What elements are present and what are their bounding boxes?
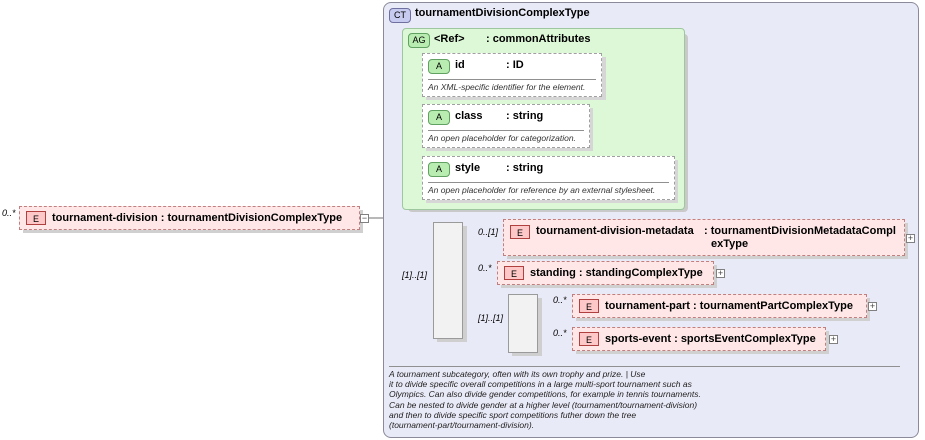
complex-type-title: tournamentDivisionComplexType (415, 7, 590, 19)
attribute-separator (428, 79, 596, 80)
description-line: A tournament subcategory, often with its… (389, 369, 646, 379)
element-type: : sportsEventComplexType (674, 333, 816, 345)
element-type: : tournamentPartComplexType (693, 300, 853, 312)
element-badge: E (579, 332, 599, 346)
expand-toggle[interactable]: + (906, 233, 915, 243)
element-type: : standingComplexType (578, 267, 703, 279)
root-element-type: : tournamentDivisionComplexType (160, 212, 343, 224)
attribute-group-ref: <Ref> (434, 33, 465, 45)
attribute-badge: A (428, 59, 450, 74)
element-badge: E (510, 225, 530, 239)
root-element-label: tournament-division : tournamentDivision… (52, 212, 342, 224)
attribute-name: style (455, 162, 481, 174)
element-sports-event[interactable]: E sports-event : sportsEventComplexType (572, 327, 826, 351)
attribute-group-name: : commonAttributes (486, 33, 591, 45)
element-name: tournament-division-metadata (536, 225, 694, 237)
attribute-type: : ID (506, 59, 524, 71)
element-label: standing : standingComplexType (530, 267, 703, 279)
attribute-badge: A (428, 162, 450, 177)
attribute-style[interactable]: A style : string An open placeholder for… (422, 156, 675, 200)
attribute-name: id (455, 59, 465, 71)
attribute-doc: An XML-specific identifier for the eleme… (428, 82, 586, 92)
attribute-separator (428, 182, 669, 183)
sequence-multiplicity: [1]..[1] (478, 313, 504, 323)
description-line: Olympics. Can also divide gender competi… (389, 389, 701, 400)
element-tournament-division-metadata[interactable]: E tournament-division-metadata : tournam… (503, 219, 905, 256)
element-multiplicity: 0..* (478, 263, 492, 273)
attribute-group-badge: AG (408, 33, 430, 48)
element-multiplicity: 0..[1] (478, 227, 499, 237)
element-multiplicity: 0..* (553, 328, 567, 338)
expand-toggle[interactable]: + (868, 301, 877, 311)
sequence-multiplicity: [1]..[1] (402, 270, 428, 280)
element-multiplicity: 0..* (553, 295, 567, 305)
root-element-name: tournament-division (52, 212, 158, 224)
element-name: sports-event (605, 333, 672, 345)
element-badge: E (26, 211, 46, 225)
description-line: (tournament-part/tournament-division). (389, 420, 535, 431)
attribute-doc: An open placeholder for reference by an … (428, 185, 656, 195)
description-line: Can be nested to divide gender at a high… (389, 399, 698, 410)
element-standing[interactable]: E standing : standingComplexType (497, 261, 714, 285)
description-separator (389, 366, 900, 367)
expand-toggle[interactable]: + (716, 268, 725, 278)
element-type-continued: exType (711, 238, 749, 250)
sequence-compositor[interactable] (508, 294, 538, 353)
description-line: it to divide specific overall competitio… (389, 379, 692, 390)
element-tournament-part[interactable]: E tournament-part : tournamentPartComple… (572, 294, 867, 318)
element-type: : tournamentDivisionMetadataCompl (704, 225, 896, 237)
root-multiplicity: 0..* (2, 208, 16, 218)
attribute-class[interactable]: A class : string An open placeholder for… (422, 104, 590, 148)
root-element[interactable]: E tournament-division : tournamentDivisi… (19, 206, 360, 230)
sequence-compositor[interactable] (433, 222, 463, 339)
expand-toggle[interactable]: + (829, 334, 838, 344)
element-label: sports-event : sportsEventComplexType (605, 333, 816, 345)
description-line: and then to divide specific sport compet… (389, 409, 637, 420)
complex-type-description: A tournament subcategory, often with its… (389, 369, 899, 430)
attribute-doc: An open placeholder for categorization. (428, 133, 576, 143)
attribute-type: : string (506, 162, 544, 174)
attribute-badge: A (428, 110, 450, 125)
element-name: tournament-part (605, 300, 690, 312)
collapse-toggle[interactable]: − (360, 213, 369, 223)
attribute-separator (428, 130, 584, 131)
element-badge: E (504, 266, 524, 280)
attribute-name: class (455, 110, 483, 122)
element-label: tournament-part : tournamentPartComplexT… (605, 300, 853, 312)
element-badge: E (579, 299, 599, 313)
element-name: standing (530, 267, 576, 279)
complex-type-badge: CT (389, 8, 411, 23)
attribute-type: : string (506, 110, 544, 122)
attribute-id[interactable]: A id : ID An XML-specific identifier for… (422, 53, 602, 97)
